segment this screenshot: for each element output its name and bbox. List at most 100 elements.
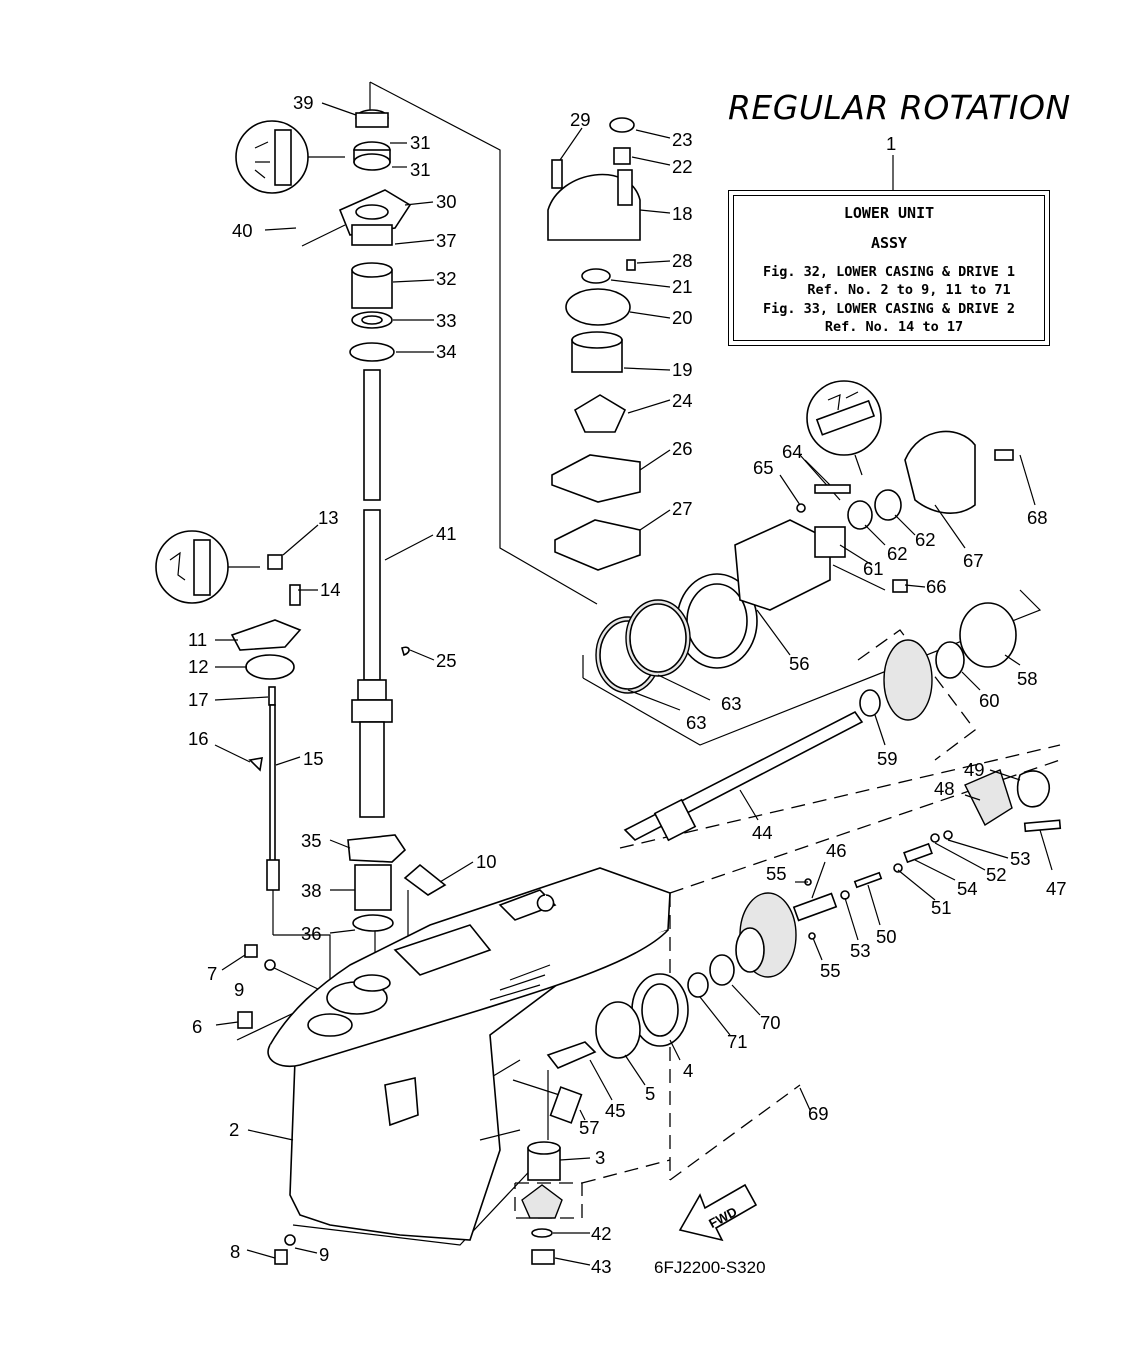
callout-60: 60	[979, 690, 1000, 711]
callout-35: 35	[301, 830, 322, 851]
info-box-line-1: LOWER UNIT	[843, 204, 935, 222]
callout-63-right: 63	[721, 693, 742, 714]
callout-34: 34	[436, 341, 457, 362]
callout-40: 40	[232, 220, 253, 241]
callout-55-upper: 55	[766, 863, 787, 884]
callout-6: 6	[192, 1016, 202, 1037]
callout-53-upper: 53	[1010, 848, 1031, 869]
callout-53-lower: 53	[850, 940, 871, 961]
callout-50: 50	[876, 926, 897, 947]
callout-20: 20	[672, 307, 693, 328]
callout-5: 5	[645, 1083, 655, 1104]
callout-3: 3	[595, 1147, 605, 1168]
callout-leader-lines	[214, 102, 1053, 1266]
callout-36: 36	[301, 923, 322, 944]
callout-26: 26	[672, 438, 693, 459]
callout-22: 22	[672, 156, 693, 177]
callout-70: 70	[760, 1012, 781, 1033]
diagram-title: REGULAR ROTATION	[728, 88, 1071, 127]
callout-21: 21	[672, 276, 693, 297]
callout-41: 41	[436, 523, 457, 544]
inset-detail-circles	[155, 120, 882, 604]
callout-57: 57	[579, 1117, 600, 1138]
callout-52: 52	[986, 864, 1007, 885]
callout-43: 43	[591, 1256, 612, 1277]
info-box-ref-number: 1	[886, 133, 896, 154]
callout-48: 48	[934, 778, 955, 799]
callout-63-left: 63	[686, 712, 707, 733]
callout-45: 45	[605, 1100, 626, 1121]
callout-37: 37	[436, 230, 457, 251]
callout-59: 59	[877, 748, 898, 769]
info-box-inner: LOWER UNIT ASSY Fig. 32, LOWER CASING & …	[733, 195, 1045, 341]
callout-18: 18	[672, 203, 693, 224]
callout-10: 10	[476, 851, 497, 872]
info-box-line-6: Ref. No. 14 to 17	[824, 319, 964, 335]
callout-61: 61	[863, 558, 884, 579]
shift-rod-assembly	[230, 554, 302, 1265]
water-pump-assembly	[547, 117, 641, 571]
callout-2: 2	[229, 1119, 239, 1140]
callout-16: 16	[188, 728, 209, 749]
lower-casing	[267, 867, 671, 1241]
callout-11: 11	[188, 629, 207, 650]
callout-19: 19	[672, 359, 693, 380]
callout-54: 54	[957, 878, 978, 899]
callout-8: 8	[230, 1241, 240, 1262]
callout-14: 14	[320, 579, 341, 600]
callout-30: 30	[436, 191, 457, 212]
callout-28: 28	[672, 250, 693, 271]
callout-9-upper: 9	[234, 979, 244, 1000]
drive-shaft-stack	[338, 109, 447, 932]
callout-15: 15	[303, 748, 324, 769]
callout-9-lower: 9	[319, 1244, 329, 1265]
fwd-arrow-icon	[678, 1183, 758, 1242]
callout-44: 44	[752, 822, 773, 843]
pinion-gear-area	[521, 1041, 597, 1265]
callout-66: 66	[926, 576, 947, 597]
callout-56: 56	[789, 653, 810, 674]
callout-12: 12	[188, 656, 209, 677]
callout-27: 27	[672, 498, 693, 519]
callout-51: 51	[931, 897, 952, 918]
info-box: LOWER UNIT ASSY Fig. 32, LOWER CASING & …	[728, 190, 1050, 346]
drawing-code: 6FJ2200-S320	[654, 1258, 766, 1277]
callout-17: 17	[188, 689, 209, 710]
callout-68: 68	[1027, 507, 1048, 528]
callout-42: 42	[591, 1223, 612, 1244]
callout-47: 47	[1046, 878, 1067, 899]
callout-55-lower: 55	[820, 960, 841, 981]
callout-67: 67	[963, 550, 984, 571]
callout-31-upper: 31	[410, 132, 431, 153]
callout-labels: 39 31 31 30 40 37 32 33 34 29 23 22 18 2…	[188, 92, 1067, 1277]
callout-31-lower: 31	[410, 159, 431, 180]
callout-38: 38	[301, 880, 322, 901]
callout-58: 58	[1017, 668, 1038, 689]
info-box-line-2: ASSY	[870, 234, 908, 252]
info-box-line-3: Fig. 32, LOWER CASING & DRIVE 1	[763, 264, 1015, 280]
callout-4: 4	[683, 1060, 693, 1081]
callout-62-left: 62	[887, 543, 908, 564]
callout-7: 7	[207, 963, 217, 984]
callout-33: 33	[436, 310, 457, 331]
info-box-line-5: Fig. 33, LOWER CASING & DRIVE 2	[763, 301, 1015, 317]
propeller-shaft-housing	[595, 430, 1017, 721]
callout-71: 71	[727, 1031, 748, 1052]
callout-39: 39	[293, 92, 314, 113]
callout-49: 49	[964, 759, 985, 780]
callout-62-right: 62	[915, 529, 936, 550]
callout-24: 24	[672, 390, 693, 411]
info-box-line-4: Ref. No. 2 to 9, 11 to 71	[807, 282, 1011, 298]
callout-25: 25	[436, 650, 457, 671]
callout-64: 64	[782, 441, 803, 462]
callout-13: 13	[318, 507, 339, 528]
callout-65: 65	[753, 457, 774, 478]
callout-23: 23	[672, 129, 693, 150]
dashed-subassembly-outlines	[514, 589, 1061, 1219]
callout-29: 29	[570, 109, 591, 130]
propeller-shaft-clutch	[595, 710, 1062, 1059]
callout-32: 32	[436, 268, 457, 289]
callout-46: 46	[826, 840, 847, 861]
callout-69: 69	[808, 1103, 829, 1124]
